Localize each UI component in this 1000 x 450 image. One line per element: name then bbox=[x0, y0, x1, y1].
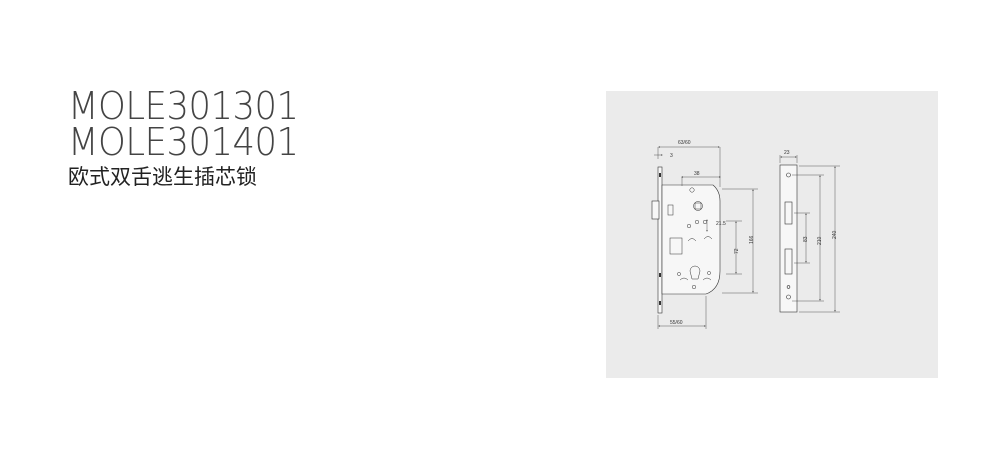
strike-screw-bottom bbox=[786, 294, 791, 300]
model-number-1: MOLE301301 bbox=[68, 84, 299, 128]
dim-strike-total: 240 bbox=[832, 230, 838, 239]
faceplate bbox=[657, 166, 663, 314]
case-internals bbox=[667, 187, 713, 290]
latch-opening bbox=[784, 201, 793, 225]
bolt-opening bbox=[784, 248, 793, 275]
dim-strike-inner: 83 bbox=[803, 236, 809, 242]
dim-faceplate-offset: 3 bbox=[670, 153, 673, 159]
model-number-2: MOLE301401 bbox=[68, 120, 299, 164]
dim-center-distance: 72 bbox=[734, 248, 740, 254]
strike-screw-top bbox=[786, 172, 791, 178]
lock-body bbox=[651, 166, 721, 314]
dim-body-height: 166 bbox=[749, 235, 755, 244]
dim-width-backset: 63/60 bbox=[678, 140, 691, 146]
dim-bottom-backset: 55/60 bbox=[670, 320, 683, 326]
dim-strike-mid: 210 bbox=[817, 236, 823, 245]
dim-faceplate-width: 23 bbox=[784, 150, 790, 156]
latch-bolt bbox=[651, 200, 660, 220]
title-block: MOLE301301 MOLE301401 欧式双舌逃生插芯锁 bbox=[68, 84, 316, 192]
lock-case bbox=[661, 184, 721, 295]
faceplate-screws bbox=[659, 173, 661, 305]
technical-drawing-panel: 63/60 3 38 21.5 72 166 55/60 bbox=[606, 91, 938, 378]
dim-hub-width: 38 bbox=[694, 171, 700, 177]
lock-technical-drawing: 63/60 3 38 21.5 72 166 55/60 bbox=[651, 140, 840, 329]
strike-plate bbox=[779, 164, 798, 313]
product-subtitle: 欧式双舌逃生插芯锁 bbox=[68, 165, 257, 189]
dim-handle-follower: 21.5 bbox=[716, 221, 726, 227]
